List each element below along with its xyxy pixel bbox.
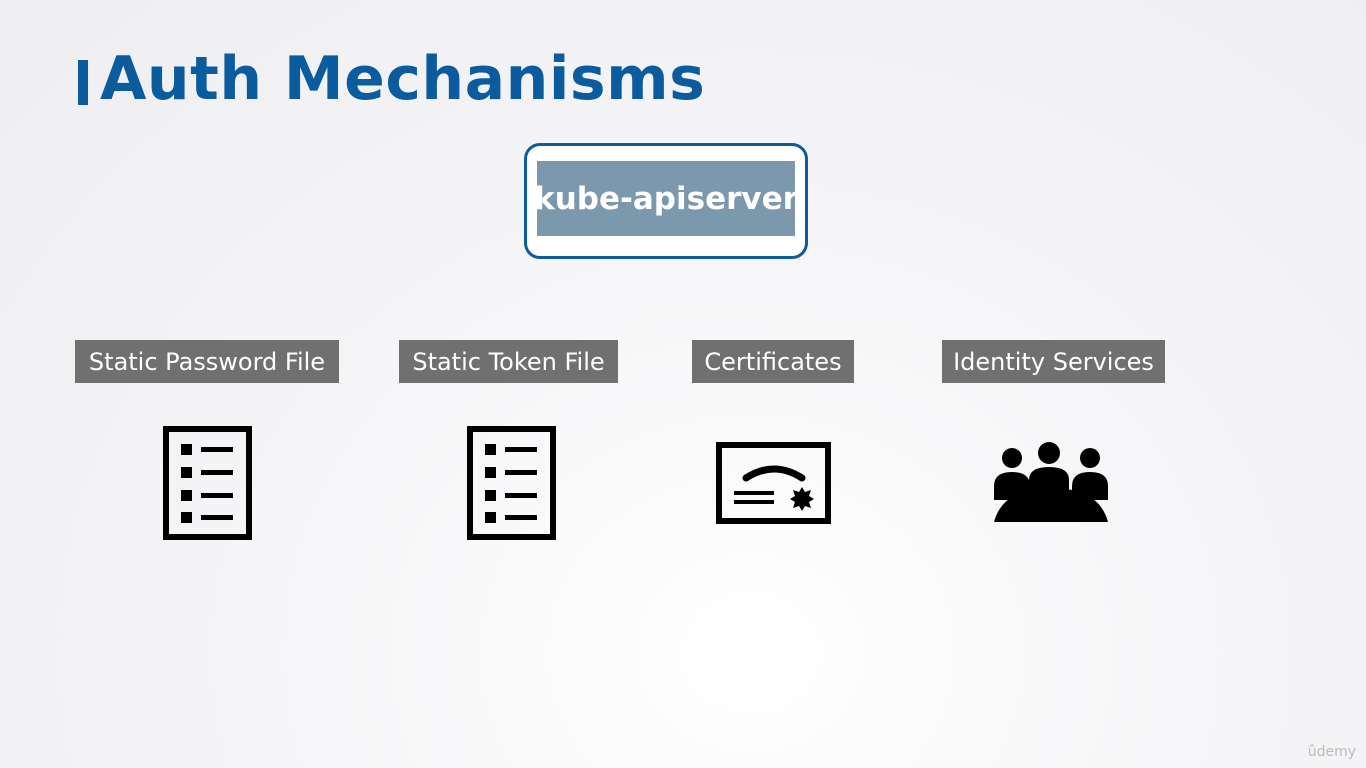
- mechanism-label-static-password-file: Static Password File: [75, 340, 339, 383]
- list-document-icon: [163, 426, 252, 540]
- certificate-icon: [716, 442, 831, 524]
- title-accent-bar: [78, 60, 88, 105]
- people-group-icon: [994, 442, 1108, 522]
- kube-apiserver-label: kube-apiserver: [534, 161, 798, 236]
- list-document-icon: [467, 426, 556, 540]
- udemy-watermark: ûdemy: [1307, 744, 1356, 760]
- page-title: Auth Mechanisms: [100, 44, 706, 114]
- mechanism-label-certificates: Certificates: [692, 340, 854, 383]
- kube-apiserver-box: kube-apiserver: [524, 143, 808, 259]
- mechanism-label-identity-services: Identity Services: [942, 340, 1165, 383]
- mechanism-label-static-token-file: Static Token File: [399, 340, 618, 383]
